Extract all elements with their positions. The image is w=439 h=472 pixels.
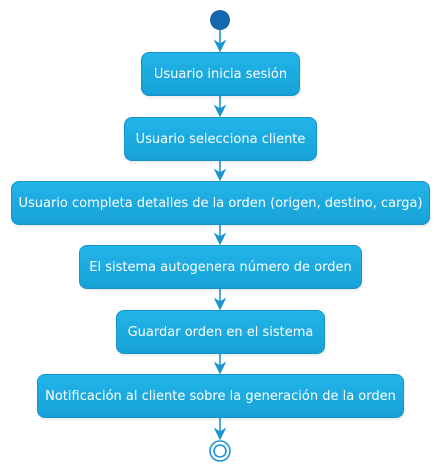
end-node-inner (213, 444, 227, 458)
activity-step-autogenerate-number: El sistema autogenera número de orden (79, 245, 362, 289)
end-node (209, 440, 231, 462)
start-node (210, 10, 230, 30)
activity-step-label: Guardar orden en el sistema (127, 324, 314, 340)
activity-step-label: Usuario completa detalles de la orden (o… (18, 195, 423, 211)
activity-step-order-details: Usuario completa detalles de la orden (o… (11, 181, 430, 225)
activity-step-save-order: Guardar orden en el sistema (116, 310, 325, 354)
activity-step-notify-client: Notificación al cliente sobre la generac… (37, 374, 404, 418)
activity-step-label: Usuario selecciona cliente (135, 131, 306, 147)
activity-step-label: Usuario inicia sesión (153, 66, 288, 82)
activity-step-login: Usuario inicia sesión (141, 52, 300, 96)
activity-step-label: Notificación al cliente sobre la generac… (45, 388, 396, 404)
activity-step-select-client: Usuario selecciona cliente (124, 117, 317, 161)
activity-step-label: El sistema autogenera número de orden (89, 259, 352, 275)
